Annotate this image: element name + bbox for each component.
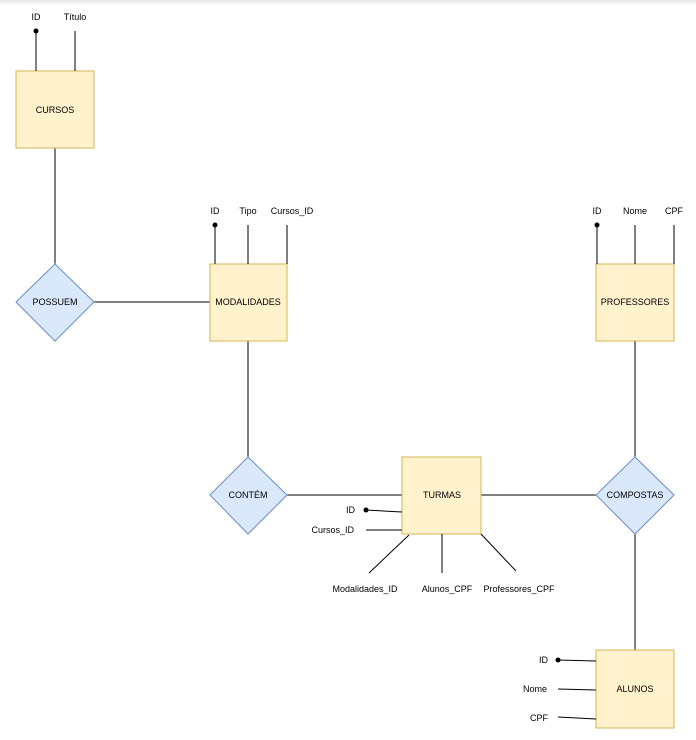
attr-modalidades-id: ID	[211, 206, 221, 216]
attr-line-alunos-cpf	[557, 716, 597, 720]
relationship-compostas[interactable]: COMPOSTAS	[595, 456, 675, 535]
entity-alunos[interactable]: ALUNOS	[595, 649, 675, 729]
attr-line-turmas-id	[365, 509, 403, 513]
entity-professores-label: PROFESSORES	[601, 297, 670, 307]
entity-turmas[interactable]: TURMAS	[401, 456, 482, 535]
attr-line-turmas-professores-cpf	[480, 533, 517, 572]
attr-modalidades-tipo: Tipo	[239, 206, 256, 216]
entity-professores[interactable]: PROFESSORES	[595, 263, 675, 342]
primary-key-dot	[33, 28, 39, 34]
relationship-contem[interactable]: CONTÉM	[209, 456, 288, 535]
entity-modalidades[interactable]: MODALIDADES	[209, 263, 288, 342]
entity-cursos-label: CURSOS	[36, 105, 75, 115]
attr-alunos-id: ID	[539, 655, 549, 665]
attr-line-alunos-id	[557, 659, 597, 662]
relationship-possuem-label: POSSUEM	[32, 297, 77, 307]
primary-key-dot	[212, 222, 218, 228]
attr-turmas-professores-cpf: Professores_CPF	[483, 584, 555, 594]
attr-turmas-id: ID	[346, 505, 356, 515]
primary-key-dot	[594, 222, 600, 228]
entity-turmas-label: TURMAS	[423, 490, 461, 500]
attr-line-alunos-nome	[557, 688, 597, 691]
canvas-top-shadow	[0, 0, 696, 6]
relationship-possuem[interactable]: POSSUEM	[15, 263, 95, 342]
entity-cursos[interactable]: CURSOS	[15, 70, 95, 149]
attr-cursos-titulo: Título	[64, 12, 87, 22]
primary-key-dot	[363, 507, 369, 513]
attr-cursos-id: ID	[32, 12, 42, 22]
relationship-compostas-label: COMPOSTAS	[607, 490, 664, 500]
attr-turmas-cursos-id: Cursos_ID	[311, 525, 354, 535]
attr-professores-id: ID	[593, 206, 603, 216]
attr-professores-cpf: CPF	[665, 206, 684, 216]
primary-key-dot	[555, 657, 561, 663]
attr-line-turmas-modalidades-id	[368, 534, 410, 574]
entity-modalidades-label: MODALIDADES	[215, 297, 281, 307]
attr-turmas-modalidades-id: Modalidades_ID	[332, 584, 398, 594]
attr-alunos-nome: Nome	[523, 684, 547, 694]
relationship-contem-label: CONTÉM	[229, 490, 268, 500]
attr-professores-nome: Nome	[623, 206, 647, 216]
attr-modalidades-cursos-id: Cursos_ID	[271, 206, 314, 216]
entity-alunos-label: ALUNOS	[616, 684, 653, 694]
attr-alunos-cpf: CPF	[530, 713, 549, 723]
attr-turmas-alunos-cpf: Alunos_CPF	[422, 584, 473, 594]
